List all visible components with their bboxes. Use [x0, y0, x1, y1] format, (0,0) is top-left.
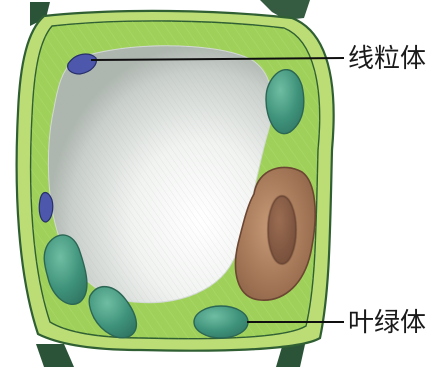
mitochondrion-icon: [39, 193, 53, 223]
chloroplast-icon: [266, 70, 304, 134]
label-chloroplast: 叶绿体: [348, 308, 426, 338]
chloroplast-icon: [194, 306, 248, 338]
nucleolus: [268, 196, 296, 264]
label-mitochondrion: 线粒体: [348, 44, 426, 74]
